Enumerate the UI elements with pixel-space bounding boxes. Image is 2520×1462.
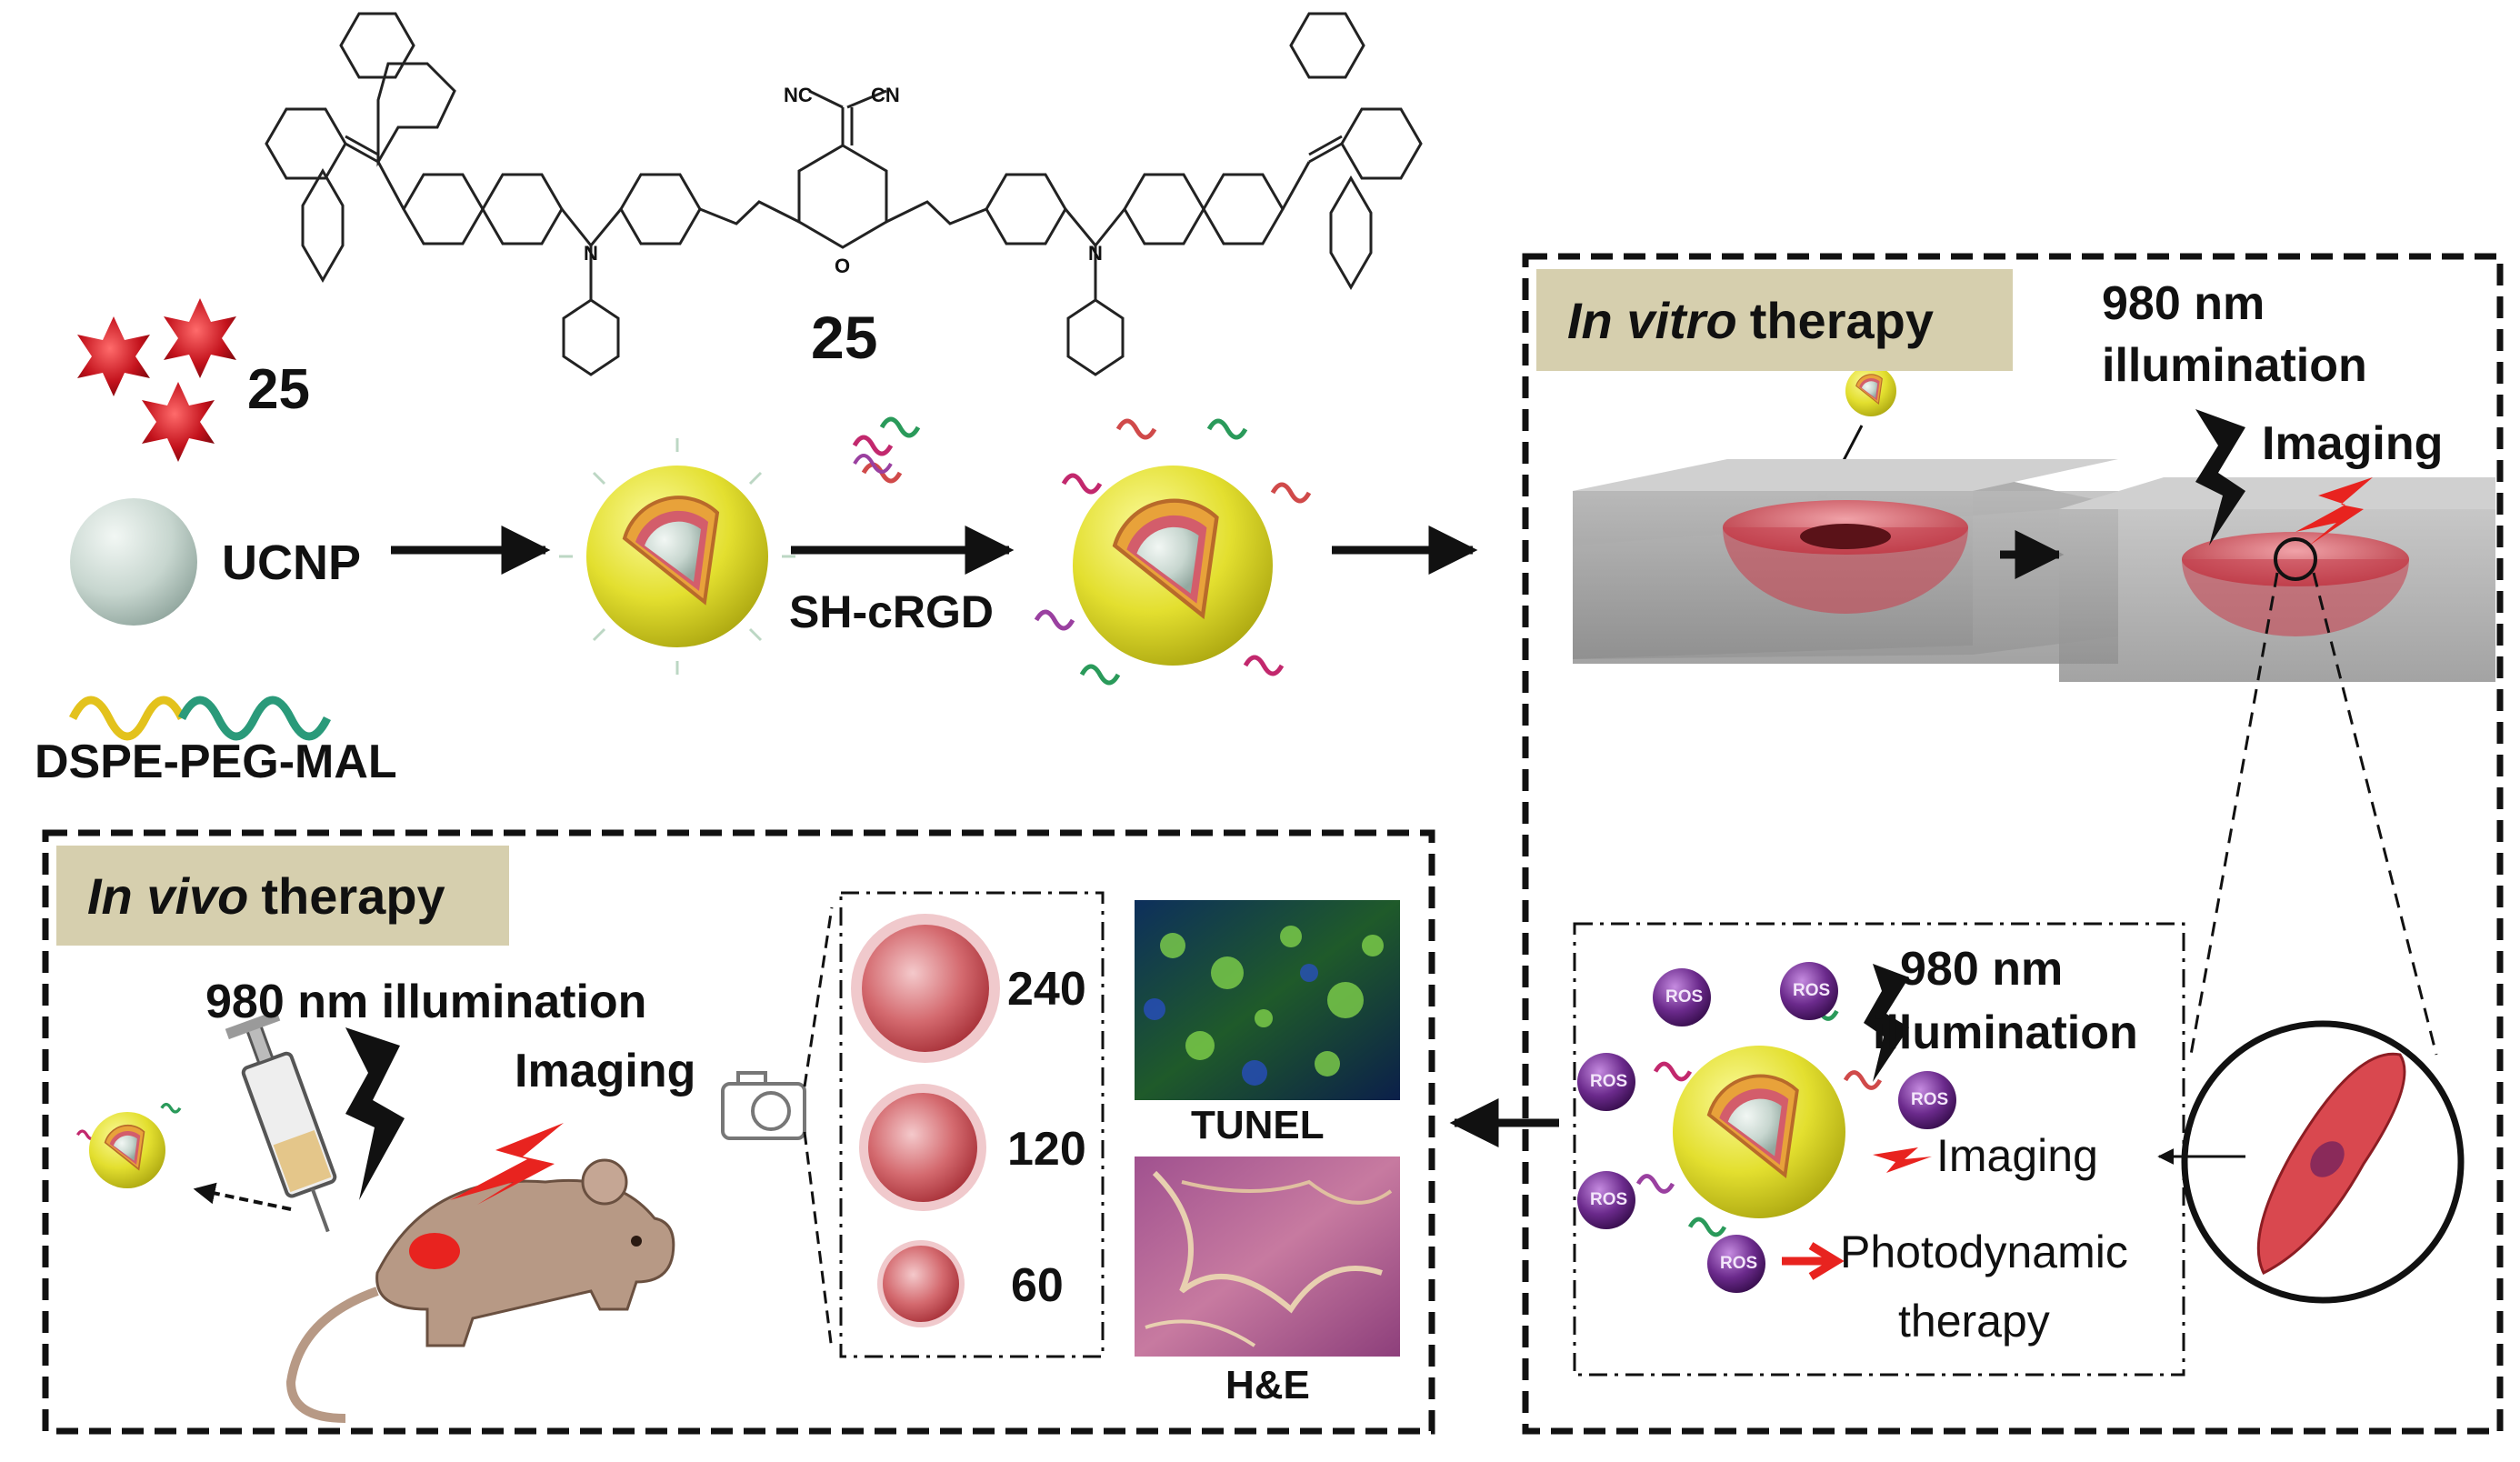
in-vitro-title-italic: In vitro [1567,291,1737,349]
ucnp-label: UCNP [222,536,362,590]
emission-bolt-detail [1873,1147,1932,1173]
in-vitro-frame [1522,253,2504,1435]
arrow-syringe-to-particle [193,1182,292,1211]
cell-zoom [2181,1020,2465,1304]
ros-label: ROS [1590,1190,1628,1209]
ros-sphere [1898,1071,1956,1129]
culture-plate-1 [1573,459,2118,664]
detail-inset-frame [1573,922,2185,1377]
lipid-label: DSPE-PEG-MAL [35,736,397,788]
molecule-structure [265,12,1423,376]
camera-icon [721,1071,806,1140]
ucnp-sphere [70,498,197,626]
vitro-illumination-line2: illumination [2102,339,2367,392]
ros-label: ROS [1720,1254,1758,1273]
laser-bolt-detail [1864,964,1909,1082]
ros-sphere [1653,968,1711,1026]
atom-n-left-label: N [584,242,598,265]
emission-bolt-vivo [450,1123,564,1205]
in-vitro-title: In vitro therapy [1536,269,2013,371]
ros-label: ROS [1590,1072,1628,1091]
tumor-spot [409,1233,460,1269]
vivo-imaging-label: Imaging [515,1045,696,1097]
detail-illumination-line1: 980 nm [1900,943,2064,996]
emission-bolt-vitro [2295,477,2373,546]
lipid-chain [68,696,186,741]
particle-detail [1635,1001,1883,1237]
in-vivo-title-rest: therapy [261,866,445,925]
tunel-image [1135,900,1400,1100]
vivo-illumination-label: 980 nm illumination [205,976,647,1028]
tunel-label: TUNEL [1191,1103,1325,1147]
aggregate-cluster [77,298,236,462]
detail-imaging-label: Imaging [1936,1130,2098,1181]
mouse-icon [285,1158,675,1423]
peptide-label: SH-cRGD [789,586,995,637]
in-vivo-title-italic: In vivo [87,866,249,925]
particle-small [1845,365,1897,417]
laser-bolt-vivo [345,1027,405,1200]
in-vivo-frame [42,829,1435,1435]
atom-nc-label: NC [784,84,813,106]
compound-number-label: 25 [811,304,878,371]
tumor-size-120: 120 [1007,1123,1086,1176]
ros-group [1577,962,1956,1293]
particle-rgd [1034,418,1312,686]
detail-pdt-line2: therapy [1898,1296,2050,1347]
in-vitro-title-rest: therapy [1749,291,1934,349]
ros-sphere [1780,962,1838,1020]
atom-n-right-label: N [1088,242,1103,265]
atom-cn-label: CN [871,84,900,106]
detail-illumination-line2: illumination [1873,1006,2138,1059]
he-label: H&E [1225,1363,1310,1407]
ros-label: ROS [1793,981,1831,1000]
culture-plate-2 [2059,477,2495,682]
ros-sphere [1577,1171,1635,1229]
detail-pdt-line1: Photodynamic [1840,1227,2128,1277]
ros-label: ROS [1911,1090,1949,1109]
vitro-imaging-label: Imaging [2262,417,2444,470]
tumor-size-60: 60 [1011,1259,1064,1312]
aggregate-label: 25 [247,358,310,421]
syringe-icon [225,1010,337,1233]
ros-sphere [1707,1235,1765,1293]
ros-sphere [1577,1053,1635,1111]
aggregate-star [164,298,236,378]
aggregate-star [142,382,215,462]
zoom-line-top [803,906,834,1087]
zoom-line-left [2189,572,2279,1056]
zoom-line-bottom [803,1131,834,1351]
aggregate-star [77,316,150,396]
tumor-size-240: 240 [1007,963,1086,1016]
peptide-icon [852,416,921,484]
particle-coated [559,438,795,675]
he-image [1135,1157,1400,1357]
zoom-line-right [2312,572,2438,1056]
laser-bolt-vitro [2195,409,2245,546]
particle-injected [75,1102,182,1189]
peg-chain [177,696,332,741]
in-vivo-title: In vivo therapy [56,846,509,946]
atom-o-label: O [835,255,850,277]
vitro-illumination-line1: 980 nm [2102,277,2265,330]
ros-label: ROS [1665,987,1704,1006]
pdt-arrow [1782,1242,1845,1280]
